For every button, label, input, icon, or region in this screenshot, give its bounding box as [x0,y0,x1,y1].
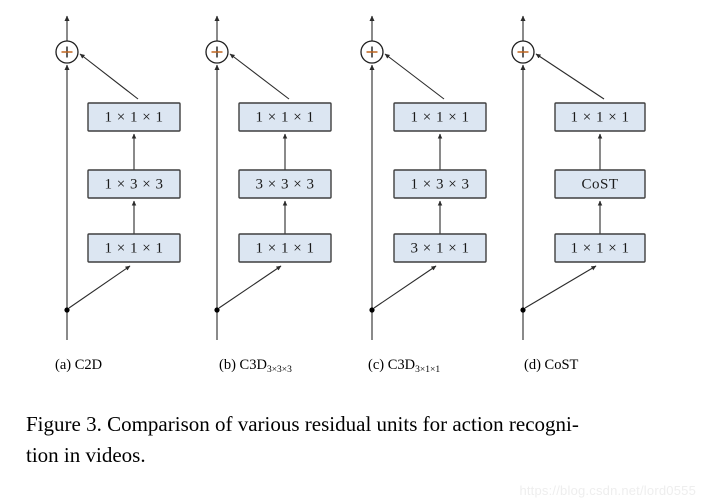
op-block-d-top[interactable] [554,102,646,132]
subcaption-a-prefix: (a) [55,357,75,373]
figure-caption-line-2: tion in videos. [26,443,146,467]
branch-in-diagonal-a [68,265,131,309]
figure-caption-line-1: Figure 3. Comparison of various residual… [26,412,579,436]
branch-out-diagonal-b [229,53,290,100]
op-block-label-c-bottom: 3 × 1 × 1 [411,240,470,256]
op-block-label-d-bottom: 1 × 1 × 1 [571,240,630,256]
op-block-a-bottom[interactable] [87,233,181,263]
op-block-label-a-bottom: 1 × 1 × 1 [105,240,164,256]
residual-unit-panel-b: 1 × 1 × 1 3 × 3 × 3 1 × 1 × 1 [205,15,332,340]
branch-point-dot-a [64,307,70,313]
panels-layer: 1 × 1 × 1 1 × 3 × 3 1 × 1 × 1 1 × 1 × 1 3 × … [55,15,646,340]
op-block-d-bottom[interactable] [554,233,646,263]
subcaption-d-prefix: (d) [524,357,545,373]
subcaption-b: (b) C3D3×3×3 [219,357,292,375]
op-block-a-middle[interactable] [87,169,181,199]
op-block-label-b-top: 1 × 1 × 1 [256,109,315,125]
subcaption-a: (a) C2D [55,357,102,374]
subcaption-d-main: CoST [544,357,579,373]
residual-unit-panel-d: 1 × 1 × 1 CoST 1 × 1 × 1 [511,15,646,340]
op-block-label-c-middle: 1 × 3 × 3 [411,176,470,192]
op-block-a-top[interactable] [87,102,181,132]
watermark-text: https://blog.csdn.net/lord0555 [519,483,696,498]
subcaption-a-main: C2D [74,357,103,373]
residual-unit-panel-a: 1 × 1 × 1 1 × 3 × 3 1 × 1 × 1 [55,15,181,340]
figure-caption: Figure 3. Comparison of various residual… [26,409,690,471]
op-block-d-middle[interactable] [554,169,646,199]
residual-unit-panel-c: 1 × 1 × 1 1 × 3 × 3 3 × 1 × 1 [360,15,487,340]
branch-out-diagonal-c [384,53,445,100]
branch-in-diagonal-b [218,265,282,309]
op-block-label-c-top: 1 × 1 × 1 [411,109,470,125]
subcaption-b-prefix: (b) [219,357,240,373]
branch-out-diagonal-d [535,53,605,100]
branch-point-dot-b [214,307,220,313]
branch-out-diagonal-a [79,53,139,100]
subcaption-c-prefix: (c) [368,357,388,373]
op-block-c-bottom[interactable] [393,233,487,263]
subcaption-d: (d) CoST [524,357,578,374]
branch-point-dot-c [369,307,375,313]
op-block-label-b-middle: 3 × 3 × 3 [256,176,315,192]
op-block-c-top[interactable] [393,102,487,132]
op-block-b-middle[interactable] [238,169,332,199]
subcaption-c-subscript: 3×1×1 [415,365,441,375]
residual-units-diagram: 1 × 1 × 1 1 × 3 × 3 1 × 1 × 1 1 × 1 × 1 3 × … [55,15,646,340]
op-block-c-middle[interactable] [393,169,487,199]
subcaption-b-subscript: 3×3×3 [266,365,292,375]
op-block-label-a-middle: 1 × 3 × 3 [105,176,164,192]
op-block-label-a-top: 1 × 1 × 1 [105,109,164,125]
branch-point-dot-d [520,307,526,313]
op-block-label-b-bottom: 1 × 1 × 1 [256,240,315,256]
op-block-label-d-middle: CoST [581,176,618,192]
subcaption-b-main: C3D [239,357,267,373]
op-block-b-top[interactable] [238,102,332,132]
subcaption-c: (c) C3D3×1×1 [368,357,441,375]
op-block-b-bottom[interactable] [238,233,332,263]
subcaption-c-main: C3D [387,357,416,373]
branch-in-diagonal-c [373,265,437,309]
branch-in-diagonal-d [524,265,597,309]
op-block-label-d-top: 1 × 1 × 1 [571,109,630,125]
